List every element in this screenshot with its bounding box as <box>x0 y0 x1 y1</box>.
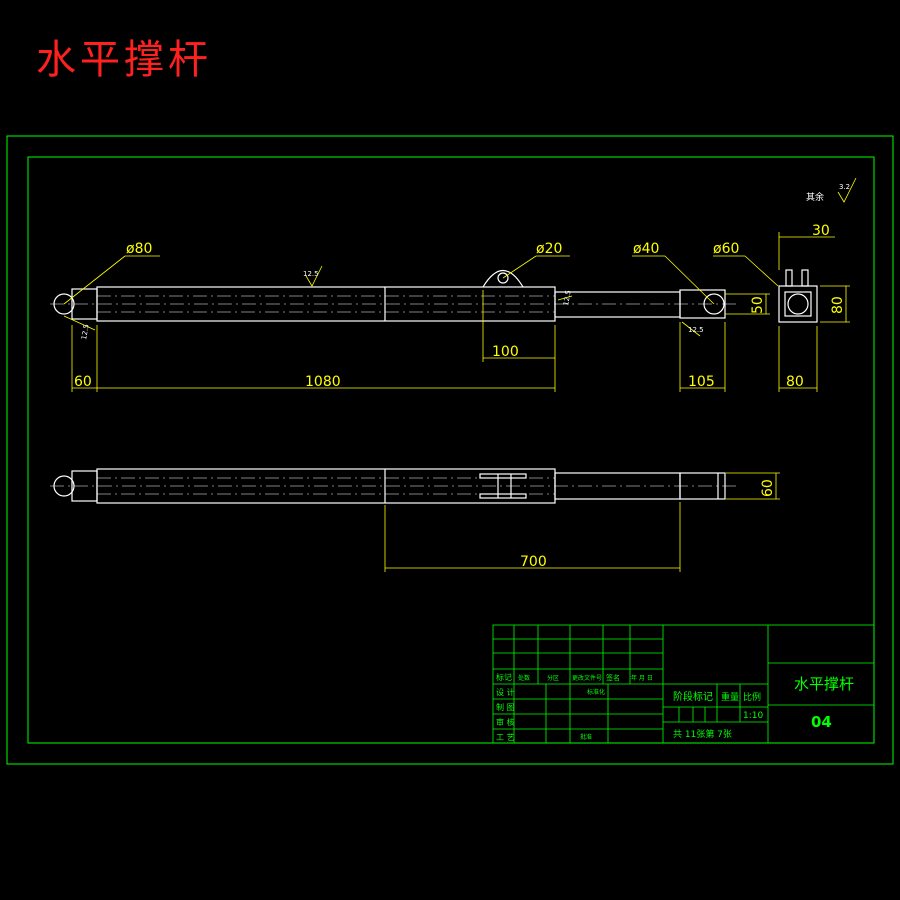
tb-row-1: 制 图 <box>496 702 515 712</box>
dim-l700: 700 <box>520 554 547 570</box>
tb-part-name: 水平撑杆 <box>794 675 854 693</box>
side-view-box <box>778 285 818 323</box>
roughness-4: 12.5 <box>688 326 704 334</box>
dim-d20: ø20 <box>536 241 562 257</box>
roughness-3: 12.5 <box>80 324 91 341</box>
title-block <box>492 624 875 744</box>
tb-approve: 批准 <box>580 733 592 741</box>
inner-rod <box>554 291 681 318</box>
lug <box>482 270 524 288</box>
outer-frame <box>6 135 894 765</box>
roughness-2: 12.5 <box>562 290 573 307</box>
tb-header-0: 标记 <box>496 672 512 682</box>
roughness-5: 3.2 <box>839 183 850 191</box>
dim-h80: 80 <box>830 296 846 314</box>
inner-frame <box>27 156 875 744</box>
dim-l105: 105 <box>688 374 715 390</box>
dim-d40: ø40 <box>633 241 659 257</box>
tb-header-1: 处数 <box>518 674 530 682</box>
dim-l60: 60 <box>74 374 92 390</box>
lug-hole <box>497 272 509 284</box>
tb-std: 标准化 <box>587 688 605 696</box>
tb-scale: 1:10 <box>743 711 763 721</box>
tb-header-4: 签名 <box>606 673 620 682</box>
tb-row-3: 工 艺 <box>496 733 515 742</box>
dim-h50: 50 <box>750 296 766 314</box>
drawing-title: 水平撑杆 <box>36 37 212 83</box>
tb-weight: 重量 <box>721 691 739 703</box>
surface-note: 其余 <box>806 191 824 203</box>
tb-stage: 阶段标记 <box>673 690 713 703</box>
dim-w30: 30 <box>812 223 830 239</box>
dim-h60: 60 <box>760 479 776 497</box>
tb-header-5: 年 月 日 <box>631 674 653 682</box>
dim-l100: 100 <box>492 344 519 360</box>
tb-row-2: 审 核 <box>496 717 515 727</box>
dim-l1080: 1080 <box>305 374 341 390</box>
tb-scale-label: 比例 <box>743 691 761 703</box>
tb-row-0: 设 计 <box>496 687 515 697</box>
dim-w80: 80 <box>786 374 804 390</box>
tb-sheet: 共 11张第 7张 <box>673 728 732 740</box>
tb-header-3: 更改文件号 <box>572 674 602 682</box>
tb-drawing-no: 04 <box>811 713 832 731</box>
roughness-1: 12.5 <box>303 270 319 278</box>
dim-d80: ø80 <box>126 241 152 257</box>
tb-header-2: 分区 <box>547 674 559 682</box>
dim-d60: ø60 <box>713 241 739 257</box>
